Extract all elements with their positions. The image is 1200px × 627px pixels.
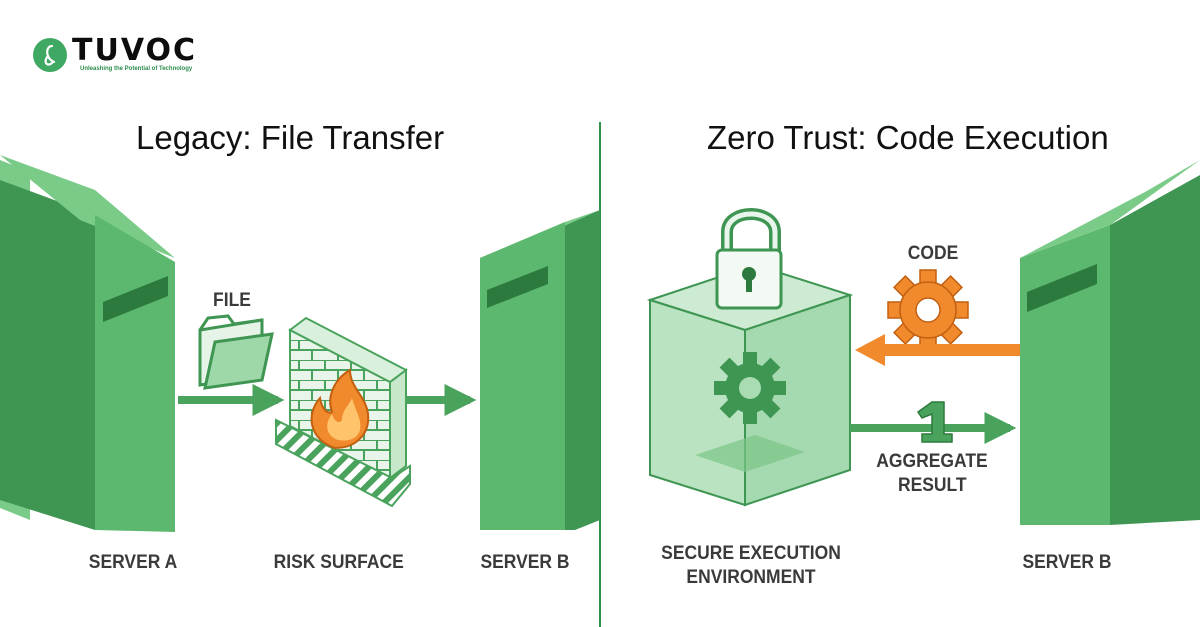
brand-name: TUVOC: [72, 33, 198, 68]
secure-env-label-line2: ENVIRONMENT: [686, 567, 816, 588]
folder-icon: [198, 314, 274, 390]
number-one-icon: [916, 401, 953, 443]
server-b-right-icon: [1020, 160, 1200, 525]
server-b-right-label: SERVER B: [1022, 552, 1112, 573]
left-panel-title: Legacy: File Transfer: [136, 119, 445, 156]
server-b-left-icon: [480, 210, 600, 530]
server-a-icon: [0, 155, 175, 532]
server-b-left-label: SERVER B: [480, 552, 570, 573]
brand-tagline: Unleashing the Potential of Technology: [80, 66, 193, 72]
padlock-icon: [715, 208, 783, 310]
result-label: RESULT: [897, 475, 967, 496]
brand-logo-icon: [33, 38, 67, 72]
firewall-icon: [275, 316, 411, 508]
right-panel-title: Zero Trust: Code Execution: [707, 119, 1109, 156]
secure-env-label-line1: SECURE EXECUTION: [661, 543, 841, 564]
aggregate-label: AGGREGATE: [876, 451, 988, 472]
code-gear-icon: [887, 269, 969, 351]
code-label: CODE: [907, 243, 959, 264]
code-arrow: [855, 334, 1020, 366]
gear-icon: [714, 352, 786, 424]
file-label: FILE: [213, 290, 251, 311]
risk-surface-label: RISK SURFACE: [273, 552, 404, 573]
server-a-label: SERVER A: [88, 552, 178, 573]
fire-icon: [310, 368, 370, 450]
